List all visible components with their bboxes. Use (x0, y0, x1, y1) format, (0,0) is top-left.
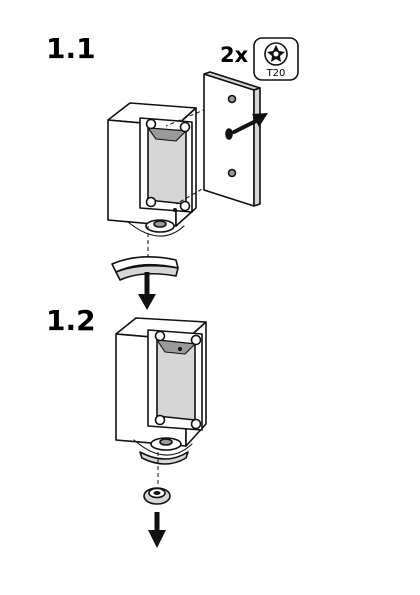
step-1-1: 1.1 2x T20 (46, 32, 298, 310)
down-arrow-1 (138, 272, 156, 310)
plate-hole-bottom (229, 170, 236, 177)
mounting-plate (204, 72, 260, 206)
mount-housing (108, 103, 196, 236)
tool-size-label: T20 (266, 68, 286, 79)
step-label-1-2: 1.2 (46, 304, 96, 337)
sealing-plug (144, 488, 170, 504)
plate-slot (226, 129, 232, 139)
down-arrow-2 (148, 512, 166, 548)
plate-hole-top (229, 96, 236, 103)
fastener-quantity: 2x (220, 43, 249, 67)
torx-bit-icon: T20 (254, 38, 298, 80)
step-label-1-1: 1.1 (46, 32, 96, 65)
mount-housing-assembled (116, 318, 206, 464)
step-1-2: 1.2 (46, 304, 206, 548)
